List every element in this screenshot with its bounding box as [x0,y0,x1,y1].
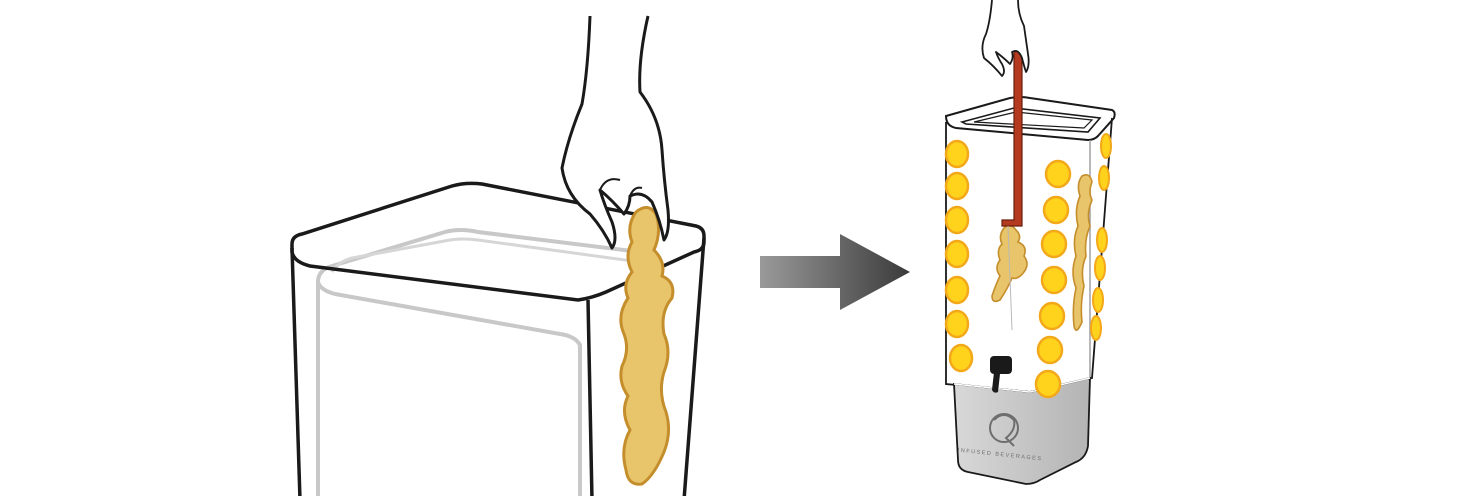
lemon-slice [1090,315,1102,341]
lemon-slice [944,139,970,169]
stir-rod-string [1007,225,1013,331]
large-dispenser [290,15,706,496]
lemon-slice [1098,165,1110,191]
large-dispenser-left-wall [290,247,302,496]
lemon-slice [944,205,970,235]
dispenser-base [953,376,1091,485]
lemon-slice [944,309,970,339]
lemon-slice [1042,195,1070,225]
lemon-slice [944,275,970,305]
lemon-slices-right [1090,133,1112,341]
hand-large-finger-detail [599,178,643,197]
lemon-slice [1040,229,1068,259]
lemon-slices-middle [1034,159,1072,399]
large-dispenser-right-wall [682,237,706,496]
lemon-slice [1040,265,1068,295]
lemon-slice [948,343,974,373]
lemon-slice [1038,301,1066,331]
dispenser-lid [944,96,1116,142]
lemon-slice [1092,287,1104,313]
right-arrow-icon [760,234,910,310]
large-dispenser-inner-rim-2 [330,237,641,273]
lemon-slice [1036,335,1064,365]
lemon-slice [1044,159,1072,189]
hand-large [560,15,670,250]
lemon-slices-left [944,139,974,373]
full-dispenser: INFUSED BEVERAGES [944,0,1116,485]
lemon-slice [1096,227,1108,253]
ginger-piece-side [1072,174,1093,331]
stir-rod [1001,49,1023,227]
dispenser-spout [990,356,1012,393]
lemon-slice [1100,133,1112,159]
lemon-slice [1034,369,1062,399]
ginger-piece-large [619,206,675,486]
lemon-slice [944,171,970,201]
dispenser-lid-inner-2 [973,111,1094,129]
dispenser-lid-inner [959,107,1102,133]
large-dispenser-front-edge [586,299,594,496]
lemon-slice [944,239,970,269]
hand-small [981,0,1030,77]
lemon-slice [1094,255,1106,281]
dispenser-base-top-edge [953,377,1091,393]
